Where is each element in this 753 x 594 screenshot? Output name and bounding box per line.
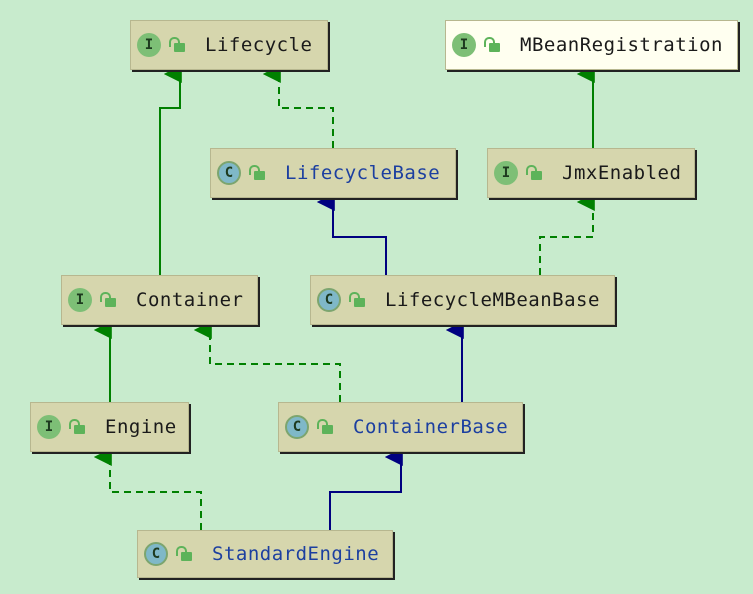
unlocked-icon [176,545,198,563]
unlocked-icon [100,291,122,309]
unlocked-icon [484,36,506,54]
node-standard-engine[interactable]: C StandardEngine [137,530,393,578]
unlocked-icon [69,418,91,436]
node-container[interactable]: I Container [61,275,258,325]
node-label: Container [136,289,244,311]
node-label: StandardEngine [212,543,380,565]
edge-standardengine-extends-containerbase [329,448,403,530]
interface-icon: I [494,161,518,185]
edge-lifecyclembeanbase-extends-lifecyclebase [316,193,387,275]
node-jmx-enabled[interactable]: I JmxEnabled [487,148,695,198]
interface-icon: I [68,288,92,312]
node-lifecycle-mbean-base[interactable]: C LifecycleMBeanBase [310,275,615,325]
unlocked-icon [169,36,191,54]
class-icon: C [285,415,309,439]
class-icon: C [217,161,241,185]
unlocked-icon [317,418,339,436]
node-lifecycle-base[interactable]: C LifecycleBase [210,148,456,198]
unlocked-icon [249,164,271,182]
interface-icon: I [452,33,476,57]
node-lifecycle[interactable]: I Lifecycle [130,20,328,70]
node-label: LifecycleBase [285,162,441,184]
node-engine[interactable]: I Engine [30,402,189,452]
edge-standardengine-implements-engine [93,448,202,530]
class-icon: C [144,542,168,566]
edge-containerbase-implements-container [193,321,341,402]
node-mbean-registration[interactable]: I MBeanRegistration [445,20,738,70]
edge-lifecyclembeanbase-implements-jmxenabled [539,193,595,275]
node-label: Lifecycle [205,34,313,56]
node-label: ContainerBase [353,416,509,438]
node-label: Engine [105,416,177,438]
node-label: LifecycleMBeanBase [385,289,600,311]
interface-icon: I [37,415,61,439]
interface-icon: I [137,33,161,57]
node-container-base[interactable]: C ContainerBase [278,402,523,452]
node-label: MBeanRegistration [520,34,723,56]
edge-lifecyclebase-implements-lifecycle [262,65,334,148]
node-label: JmxEnabled [562,162,682,184]
unlocked-icon [526,164,548,182]
class-icon: C [317,288,341,312]
edge-container-extends-lifecycle [159,65,182,275]
unlocked-icon [349,291,371,309]
